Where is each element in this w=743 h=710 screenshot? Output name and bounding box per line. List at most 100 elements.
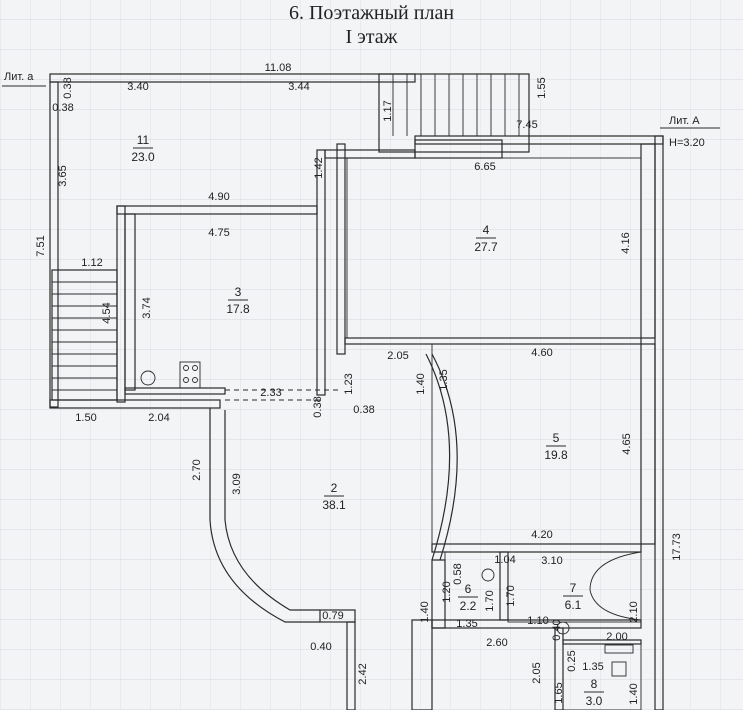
dimension-label: 0.38	[62, 77, 74, 98]
wall-lit-top-right	[324, 149, 416, 159]
room-area: 23.0	[131, 150, 155, 164]
room-number: 11	[137, 133, 150, 147]
arc-wall-room2-right	[431, 353, 458, 561]
room-area: 17.8	[226, 302, 250, 316]
boiler-icon-2	[556, 621, 570, 635]
dimension-label: 1.35	[438, 369, 450, 390]
wall-top	[49, 73, 416, 83]
dimension-label: 1.42	[313, 157, 325, 178]
walls	[49, 73, 664, 710]
wall-room3-bottom	[124, 387, 226, 395]
wall-8-top	[562, 639, 642, 645]
dimension-label: 0.38	[52, 102, 73, 114]
dimension-label: 1.20	[441, 581, 453, 602]
dimension-label: 0.40	[551, 619, 563, 640]
dimension-label: 4.20	[531, 529, 552, 541]
wall-room3-left	[116, 205, 126, 403]
wall-bottom-left	[49, 399, 221, 409]
wall-4-5	[344, 337, 642, 345]
dimension-label: 2.00	[606, 631, 627, 643]
dimension-label: 2.70	[191, 459, 203, 480]
wall-center-vertical	[316, 149, 326, 396]
page-title: 6. Поэтажный план	[288, 2, 455, 24]
arc-wall-room2-left-inner	[224, 410, 320, 611]
arc-wall-room2-right-inner	[425, 353, 451, 561]
height-label: Н=3.20	[669, 137, 705, 149]
room-area: 38.1	[322, 498, 346, 512]
wall-room2-bottom	[319, 609, 356, 623]
dimension-label: 7.45	[516, 119, 537, 131]
dimension-label: 1.65	[553, 682, 565, 703]
room-area: 19.8	[544, 448, 568, 462]
window-top-right-stair-base	[414, 139, 503, 159]
stove-icon-8	[611, 661, 627, 677]
lit-a-big-label: Лит. А	[669, 115, 700, 127]
wall-house-right	[654, 135, 664, 710]
dimension-label: 3.10	[541, 555, 562, 567]
dimension-label: 1.55	[536, 77, 548, 98]
room-number: 2	[331, 481, 338, 495]
dimension-label: 0.38	[353, 404, 374, 416]
lit-a-small-label: Лит. а	[4, 71, 34, 83]
room-5-outline	[431, 343, 642, 545]
dimension-label: 4.65	[621, 433, 633, 454]
dimension-label: 1.35	[582, 661, 603, 673]
dimension-label: 2.05	[531, 662, 543, 683]
room-number: 3	[235, 285, 242, 299]
dimension-label: 0.58	[452, 563, 464, 584]
dimension-label: 4.90	[208, 191, 229, 203]
room-number: 5	[553, 431, 560, 445]
wall-room2-bottom-v	[346, 621, 356, 710]
dimension-label: 7.51	[35, 235, 47, 256]
room-area: 2.2	[460, 599, 477, 613]
dimension-label: 3.74	[141, 297, 153, 318]
dimension-label: 2.33	[260, 387, 281, 399]
dimension-label: 1.17	[382, 100, 394, 121]
wall-room3-top	[116, 205, 318, 215]
room-number: 6	[465, 582, 472, 596]
stove-icon	[179, 361, 201, 389]
boiler-icon	[140, 370, 156, 386]
stairs-left	[51, 269, 118, 401]
wall-room2-right-bottom	[411, 619, 433, 710]
fixtures	[140, 361, 642, 677]
room-area: 27.7	[474, 240, 498, 254]
dimension-label: 1.23	[343, 373, 355, 394]
dimension-label: 2.60	[486, 637, 507, 649]
wall-room3-inner	[124, 213, 136, 391]
wall-room5-right	[640, 343, 656, 545]
dimension-label: 0.40	[310, 641, 331, 653]
wall-house-left-top	[336, 143, 346, 355]
dimension-label: 3.44	[288, 81, 309, 93]
dimension-label: 1.04	[494, 554, 515, 566]
door-swing-7	[589, 551, 642, 621]
wall-left	[49, 81, 59, 408]
dimension-label: 1.35	[456, 618, 477, 630]
wall-room4-right	[640, 143, 656, 339]
arc-wall-room2-left	[209, 408, 320, 623]
dimension-label: 2.05	[387, 350, 408, 362]
dimension-label: 3.40	[127, 81, 148, 93]
dimension-label: 1.40	[415, 373, 427, 394]
dimension-label: 1.10	[527, 615, 548, 627]
dimension-label: 2.04	[148, 412, 169, 424]
room-number: 4	[483, 223, 490, 237]
dimension-label: 3.65	[57, 165, 69, 186]
dimension-label: 17.73	[671, 533, 683, 561]
dimension-label: 1.40	[628, 683, 640, 704]
dimension-label: 1.70	[484, 590, 496, 611]
dimension-label: 4.75	[208, 227, 229, 239]
sink-icon	[604, 644, 634, 654]
dimension-label: 2.42	[357, 663, 369, 684]
floor-subtitle: I этаж	[345, 26, 398, 48]
dimension-label: 4.54	[101, 302, 113, 323]
dimension-label: 3.09	[231, 473, 243, 494]
dimension-label: 1.50	[75, 412, 96, 424]
dimension-label: 1.40	[419, 601, 431, 622]
dimension-label: 6.65	[474, 161, 495, 173]
wall-house-left-bottom	[431, 559, 446, 629]
room-number: 7	[570, 581, 577, 595]
dimension-label: 4.16	[620, 232, 632, 253]
